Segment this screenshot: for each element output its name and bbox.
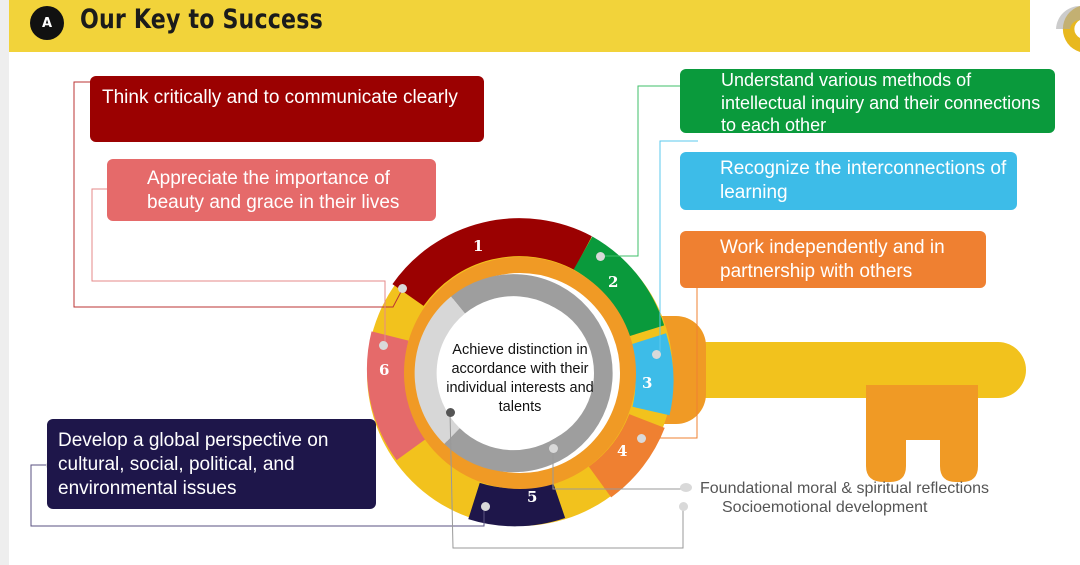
dot-seg-3 bbox=[652, 350, 661, 359]
connector-green bbox=[600, 85, 693, 257]
corner-logo-icon bbox=[1056, 5, 1080, 52]
connector-moral bbox=[552, 449, 686, 490]
segment-4-arc bbox=[588, 413, 665, 498]
segment-6-label: 6 bbox=[379, 361, 390, 379]
connector-red bbox=[73, 81, 404, 308]
dot-inner-light bbox=[446, 408, 455, 417]
goal-box-independence: Work independently and in partnership wi… bbox=[680, 231, 986, 288]
connector-navy bbox=[30, 464, 485, 527]
left-edge-strip bbox=[0, 0, 9, 565]
connector-pink bbox=[91, 188, 386, 345]
segment-3-arc bbox=[629, 333, 674, 416]
dot-seg-1 bbox=[398, 284, 407, 293]
segment-5-label: 5 bbox=[527, 488, 538, 506]
dot-seg-2 bbox=[596, 252, 605, 261]
segment-arcs bbox=[366, 218, 674, 527]
dot-seg-6 bbox=[379, 341, 388, 350]
segment-1-label: 1 bbox=[473, 237, 484, 255]
dot-socio bbox=[679, 502, 688, 511]
header-bar bbox=[9, 0, 1030, 52]
goal-box-critical-thinking: Think critically and to communicate clea… bbox=[90, 76, 484, 142]
key-shaft bbox=[600, 342, 1026, 398]
label-moral-reflections: Foundational moral & spiritual reflectio… bbox=[700, 480, 990, 497]
label-socioemotional: Socioemotional development bbox=[722, 499, 928, 516]
segment-4-label: 4 bbox=[617, 442, 628, 460]
segment-3-label: 3 bbox=[642, 374, 653, 392]
segment-6-arc bbox=[366, 331, 428, 461]
segment-2-label: 2 bbox=[608, 273, 619, 291]
goal-box-beauty: Appreciate the importance of beauty and … bbox=[107, 159, 436, 221]
dot-moral bbox=[680, 483, 692, 492]
segment-2-arc bbox=[573, 236, 665, 338]
connector-orange bbox=[641, 242, 698, 439]
key-bit bbox=[866, 385, 978, 482]
page-title: Our Key to Success bbox=[80, 4, 323, 35]
goal-box-global-perspective: Develop a global perspective on cultural… bbox=[47, 419, 376, 509]
dot-seg-5 bbox=[481, 502, 490, 511]
inner-gray-arc bbox=[444, 274, 613, 473]
goal-box-intellectual-inquiry: Understand various methods of intellectu… bbox=[680, 69, 1055, 135]
dot-seg-4 bbox=[637, 434, 646, 443]
center-statement: Achieve distinction in accordance with t… bbox=[446, 342, 594, 415]
inner-lightgray-arc bbox=[414, 296, 466, 444]
connector-blue bbox=[659, 140, 698, 355]
inner-orange-ring bbox=[404, 257, 636, 489]
section-badge: A bbox=[30, 6, 64, 40]
goal-box-interconnections: Recognize the interconnections of learni… bbox=[680, 152, 1017, 210]
connector-socio bbox=[449, 411, 684, 549]
dot-inner-gray bbox=[549, 444, 558, 453]
segment-1-arc bbox=[392, 218, 592, 307]
